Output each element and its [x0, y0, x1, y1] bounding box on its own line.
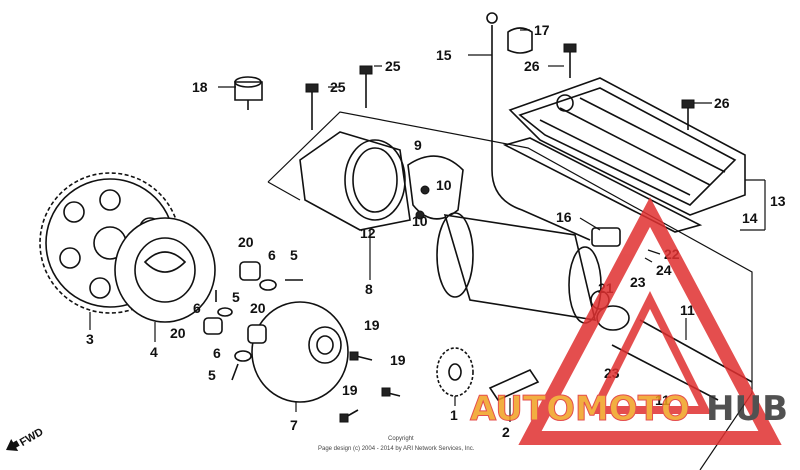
neutral-switch: [234, 76, 263, 110]
callout-3: 3: [86, 331, 94, 347]
callout-11a: 11: [680, 302, 695, 318]
assembly-outline: [267, 111, 753, 470]
fwd-arrow-icon: [6, 438, 20, 452]
callout-2: 2: [502, 424, 510, 440]
callout-17: 17: [534, 22, 550, 38]
brush-assembly: [407, 155, 464, 220]
starter-motor: [436, 212, 630, 331]
callout-15: 15: [436, 47, 452, 63]
terminal-cap: [507, 27, 533, 54]
callout-19a: 19: [364, 317, 380, 333]
callout-19c: 19: [342, 382, 358, 398]
fwd-label: FWD: [18, 426, 46, 449]
callout-1: 1: [450, 407, 458, 423]
callout-24: 24: [656, 262, 672, 278]
clutch-plate: [114, 217, 216, 323]
callout-9: 9: [414, 137, 422, 153]
clutch-outer-disc: [251, 301, 349, 403]
callout-5c: 5: [208, 367, 216, 383]
automotohub-watermark: AUTOMOTO HUB: [470, 197, 788, 445]
callout-14: 14: [742, 210, 758, 226]
watermark-triangle-icon: [518, 197, 782, 445]
callout-11b: 11: [655, 392, 670, 408]
callout-20b: 20: [250, 300, 266, 316]
callout-26a: 26: [524, 58, 540, 74]
starter-cable: [486, 12, 591, 241]
callout-16: 16: [556, 209, 572, 225]
callout-6a: 6: [268, 247, 276, 263]
callout-4: 4: [150, 344, 158, 360]
callout-12: 12: [360, 225, 376, 241]
callout-6c: 6: [213, 345, 221, 361]
callout-13: 13: [770, 193, 786, 209]
callout-8: 8: [365, 281, 373, 297]
callout-18: 18: [192, 79, 208, 95]
callout-25b: 25: [385, 58, 401, 74]
bolts-19: [339, 351, 401, 423]
callout-20c: 20: [170, 325, 186, 341]
motor-cover: [508, 77, 746, 216]
callout-23a: 23: [630, 274, 646, 290]
watermark-text-dark: HUB: [706, 389, 788, 429]
callout-10a: 10: [436, 177, 452, 193]
leader-lines: [89, 29, 766, 422]
callout-10b: 10: [412, 213, 428, 229]
copyright-line2: Page design (c) 2004 - 2014 by ARI Netwo…: [318, 446, 475, 452]
reduction-shaft: [488, 368, 540, 402]
bolts-25-26: [305, 43, 695, 130]
callout-26b: 26: [714, 95, 730, 111]
watermark-triangle-inner-icon: [588, 291, 712, 414]
callout-7: 7: [290, 417, 298, 433]
watermark-text-red: AUTOMOTO: [470, 389, 690, 429]
copyright-line1: Copyright: [388, 436, 414, 442]
cover-gasket: [502, 137, 703, 233]
callout-19b: 19: [390, 352, 406, 368]
starter-gear: [436, 347, 474, 397]
motor-housing: [299, 131, 411, 231]
copyright-notice: Copyright Page design (c) 2004 - 2014 by…: [318, 436, 475, 452]
callout-6b: 6: [193, 300, 201, 316]
callout-5a: 5: [290, 247, 298, 263]
roller-parts: [203, 261, 303, 381]
callout-25a: 25: [330, 79, 346, 95]
callout-5b: 5: [232, 289, 240, 305]
fwd-arrow: FWD: [6, 426, 46, 452]
callout-20a: 20: [238, 234, 254, 250]
